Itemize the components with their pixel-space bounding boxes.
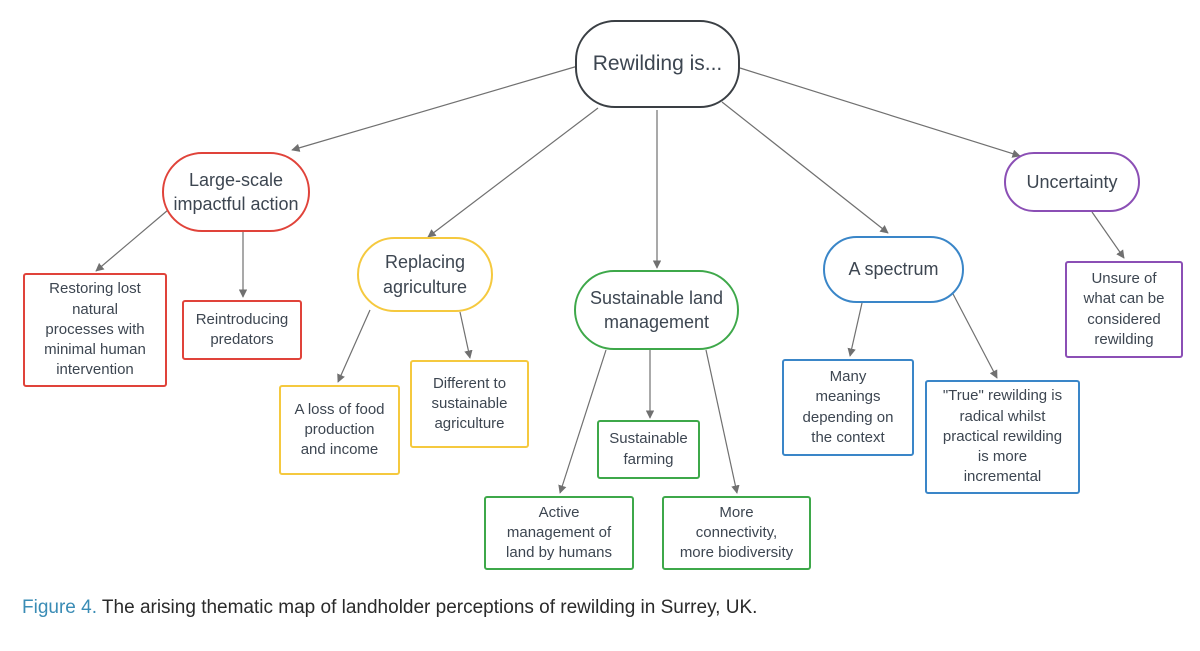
loss-of-food-node: A loss of food production and income [279,385,400,475]
different-to-sustainable-node: Different to sustainable agriculture [410,360,529,448]
reintroducing-predators-node: Reintroducing predators [182,300,302,360]
true-rewilding-node: "True" rewilding is radical whilst pract… [925,380,1080,494]
figure-caption: Figure 4. The arising thematic map of la… [22,597,757,619]
sustainable-land-management-node: Sustainable land management [574,270,739,350]
arrow-spectrum-to-many-meanings [847,302,863,357]
restoring-processes-node: Restoring lost natural processes with mi… [23,273,167,387]
arrow-replacing-to-different [459,311,473,359]
unsure-node: Unsure of what can be considered rewildi… [1065,261,1183,358]
root-node: Rewilding is... [575,20,740,108]
arrow-sustainable-land-to-active [558,349,607,494]
spectrum-node: A spectrum [823,236,964,303]
arrow-root-to-uncertainty [739,67,1021,158]
uncertainty-node: Uncertainty [1004,152,1140,212]
arrow-root-to-large-scale [291,65,579,152]
arrow-large-scale-to-restoring [95,209,169,272]
arrow-sustainable-land-to-connectivity [705,349,740,494]
sustainable-farming-node: Sustainable farming [597,420,700,479]
arrow-root-to-replacing-agriculture [427,107,599,238]
figure-caption-label: Figure 4. [22,597,97,618]
many-meanings-node: Many meanings depending on the context [782,359,914,456]
figure-caption-text: The arising thematic map of landholder p… [96,597,758,618]
more-connectivity-node: More connectivity, more biodiversity [662,496,811,570]
arrow-spectrum-to-true-rewilding [951,291,998,379]
arrow-replacing-to-loss-of-food [337,309,371,383]
replacing-agriculture-node: Replacing agriculture [357,237,493,312]
large-scale-action-node: Large-scale impactful action [162,152,310,232]
arrow-uncertainty-to-unsure [1091,211,1125,259]
active-management-node: Active management of land by humans [484,496,634,570]
arrow-root-to-spectrum [721,101,889,234]
